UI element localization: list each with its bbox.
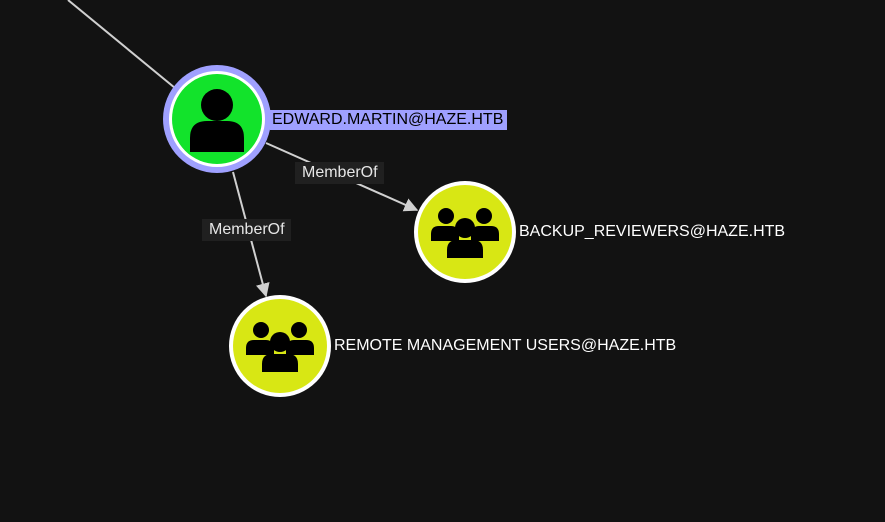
node-backup-reviewers-label[interactable]: BACKUP_REVIEWERS@HAZE.HTB (519, 223, 786, 240)
edge-incoming[interactable] (67, 0, 176, 89)
node-group-remote-management-users[interactable] (229, 295, 331, 397)
user-icon (190, 89, 244, 152)
edge-label-memberof-backup[interactable]: MemberOf (295, 162, 384, 184)
node-remote-management-label[interactable]: REMOTE MANAGEMENT USERS@HAZE.HTB (334, 337, 677, 354)
group-icon (246, 322, 314, 372)
node-user-label[interactable]: EDWARD.MARTIN@HAZE.HTB (270, 110, 508, 130)
node-group-backup-reviewers[interactable] (414, 181, 516, 283)
edge-label-memberof-remote[interactable]: MemberOf (202, 219, 291, 241)
node-user[interactable] (163, 65, 271, 173)
group-icon (431, 208, 499, 258)
